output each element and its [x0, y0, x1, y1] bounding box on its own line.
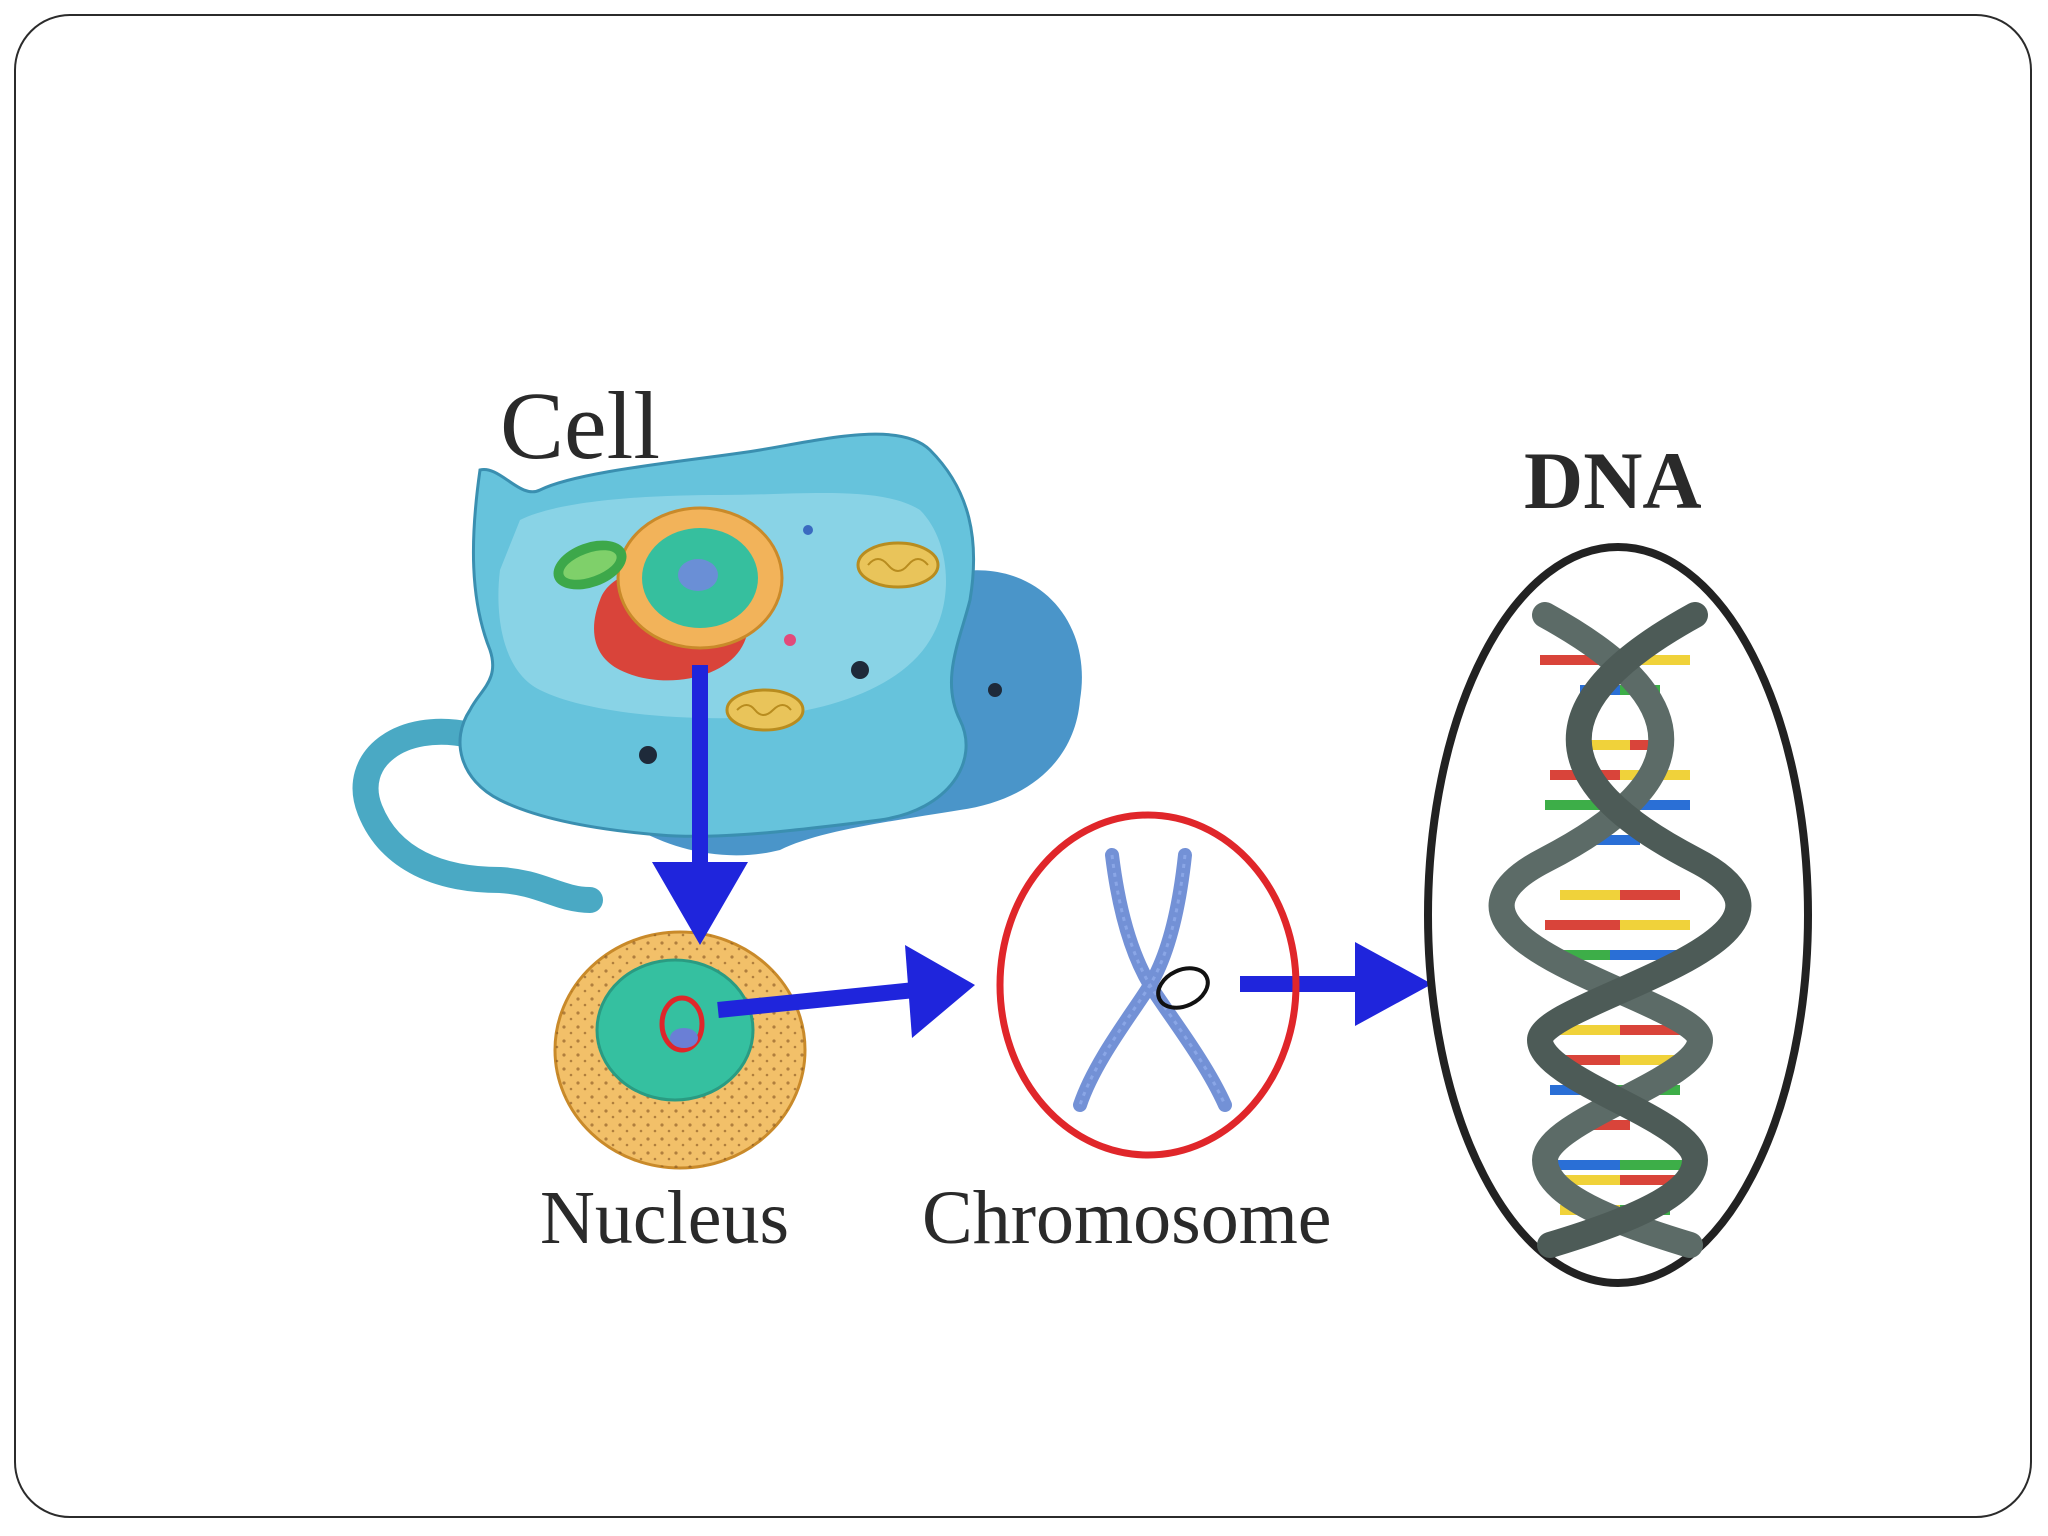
arrow-nucleus-to-chromosome: [717, 945, 975, 1038]
cell-vesicle: [784, 634, 796, 646]
cell-vesicle: [803, 525, 813, 535]
cell-label: Cell: [500, 372, 660, 479]
cell-green-organelle: [553, 540, 627, 590]
cell-tail: [352, 718, 603, 913]
dna-illustration: [1424, 543, 1812, 1287]
cell-vesicle: [639, 746, 657, 764]
chromosome-illustration: [996, 811, 1300, 1159]
arrow-cell-to-nucleus: [652, 665, 748, 945]
dna-label: DNA: [1524, 435, 1702, 526]
cell-vesicle: [851, 661, 869, 679]
nucleus-illustration: [553, 930, 807, 1170]
cell-mitochondrion-right: [856, 541, 940, 589]
nucleus-nucleoplasm: [595, 958, 755, 1102]
chromosome-dna-marker: [1156, 966, 1210, 1010]
cell-vesicle: [988, 683, 1002, 697]
nucleus-highlight-ring: [659, 995, 705, 1053]
chromosome-coil: [1078, 854, 1187, 1106]
nucleus-label: Nucleus: [540, 1176, 790, 1260]
cell-nucleolus: [678, 559, 718, 591]
cell-mitochondrion-bottom: [725, 688, 805, 732]
dna-backbone-strand: [1526, 602, 1752, 1258]
chromosome-outline: [996, 811, 1300, 1159]
cell-illustration: [352, 432, 1082, 913]
dna-outline: [1424, 543, 1812, 1287]
arrow-chromosome-to-dna: [1240, 942, 1432, 1026]
chromosome-label: Chromosome: [922, 1176, 1332, 1260]
nucleus-nucleolus: [670, 1028, 698, 1048]
dna-backbone-strand: [1488, 602, 1714, 1258]
